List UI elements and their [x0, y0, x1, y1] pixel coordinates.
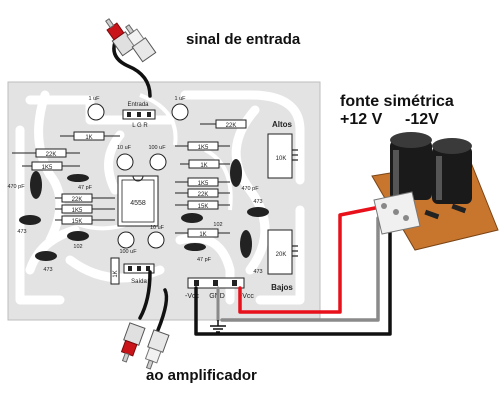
resistor-label: 22K [72, 197, 83, 203]
capacitor-ceramic [247, 207, 269, 217]
resistor-label: 22K [226, 123, 237, 129]
capacitor-ceramic [181, 213, 203, 223]
cap-label: 1 uF [88, 96, 100, 102]
cap-label: 100 uF [148, 145, 166, 151]
potentiometer-treble [267, 133, 293, 179]
resistor-label: 15K [72, 219, 83, 225]
capacitor [149, 153, 167, 171]
capacitor [147, 231, 165, 249]
power-supply [371, 132, 499, 251]
resistor [73, 131, 105, 141]
pcb-board [7, 81, 321, 321]
resistor-label: 1K5 [72, 208, 83, 214]
resistor-label: 15K [198, 204, 209, 210]
pin-neg-label: -Vcc [185, 293, 200, 300]
capacitor-ceramic [19, 215, 41, 225]
resistor [188, 159, 220, 169]
ic-label: 4558 [130, 200, 146, 207]
psu-capacitor-left [390, 132, 432, 200]
psu-capacitor-right [432, 138, 472, 204]
resistor-label: 1K5 [42, 165, 53, 171]
input-jack-label: Entrada [127, 102, 149, 108]
resistor [35, 148, 67, 158]
capacitor-ceramic [35, 251, 57, 261]
output-cable [138, 270, 152, 320]
pot-label: 20K [276, 252, 287, 258]
input-pins-label: L G R [132, 123, 148, 129]
cap-label: 1 uF [174, 96, 186, 102]
ic-chip [117, 175, 159, 227]
cap-label: 473 [43, 267, 52, 273]
cap-label: 470 pF [241, 186, 259, 192]
caption-negative-rail: -12V [405, 111, 439, 128]
resistor [61, 215, 93, 225]
pcb-components: Entrada L G R 1 uF 1 uF 1K 22K 1K5 22K 1… [7, 96, 298, 300]
resistor [187, 188, 219, 198]
caption-psu-title: fonte simétrica [340, 93, 454, 110]
resistor [187, 177, 219, 187]
pin-pos-label: +Vcc [238, 293, 254, 300]
resistor-label: 22K [198, 192, 209, 198]
resistor [187, 141, 219, 151]
capacitor-ceramic [184, 243, 206, 251]
capacitor-ceramic [30, 171, 42, 199]
capacitor-ceramic [240, 230, 252, 258]
cap-label: 102 [213, 222, 222, 228]
resistor-label: 1K [199, 232, 206, 238]
wire-positive [238, 205, 382, 314]
cap-label: 47 pF [78, 185, 93, 191]
resistor [110, 257, 120, 285]
cap-label: 100 uF [119, 249, 137, 255]
capacitor [87, 103, 105, 121]
input-cable [112, 40, 152, 98]
rca-plug-input-icon [105, 18, 157, 63]
caption-input-signal: sinal de entrada [186, 31, 301, 48]
cap-label: 10 uF [150, 225, 165, 231]
potentiometer-bass [267, 229, 293, 275]
capacitor [117, 231, 135, 249]
capacitor-ceramic [67, 231, 89, 241]
cap-label: 473 [253, 269, 262, 275]
capacitor [171, 103, 189, 121]
cap-label: 102 [73, 244, 82, 250]
resistor-label: 1K5 [198, 145, 209, 151]
resistor [187, 200, 219, 210]
cap-label: 47 pF [197, 257, 212, 263]
bass-label: Bajos [271, 283, 293, 292]
resistor-label: 1K [85, 135, 92, 141]
resistor-label: 1K [200, 163, 207, 169]
caption-output: ao amplificador [146, 367, 257, 384]
output-jack-label: Saída [131, 279, 147, 285]
cap-label: 473 [17, 229, 26, 235]
resistor [187, 228, 219, 238]
resistor-label: 22K [46, 152, 57, 158]
cap-label: 473 [253, 199, 262, 205]
rca-plug-output-icon [120, 322, 170, 370]
ground-icon [210, 320, 226, 333]
capacitor-ceramic [67, 174, 89, 182]
pot-label: 10K [276, 156, 287, 162]
resistor [31, 161, 63, 171]
resistor-label: 1K [113, 270, 119, 277]
capacitor-ceramic [230, 159, 242, 187]
resistor [61, 204, 93, 214]
caption-positive-rail: +12 V [340, 111, 383, 128]
resistor [215, 119, 247, 129]
cap-label: 10 uF [117, 145, 132, 151]
capacitor [116, 153, 134, 171]
cap-label: 470 pF [7, 184, 25, 190]
treble-label: Altos [272, 120, 293, 129]
resistor-label: 1K5 [198, 181, 209, 187]
resistor [61, 193, 93, 203]
